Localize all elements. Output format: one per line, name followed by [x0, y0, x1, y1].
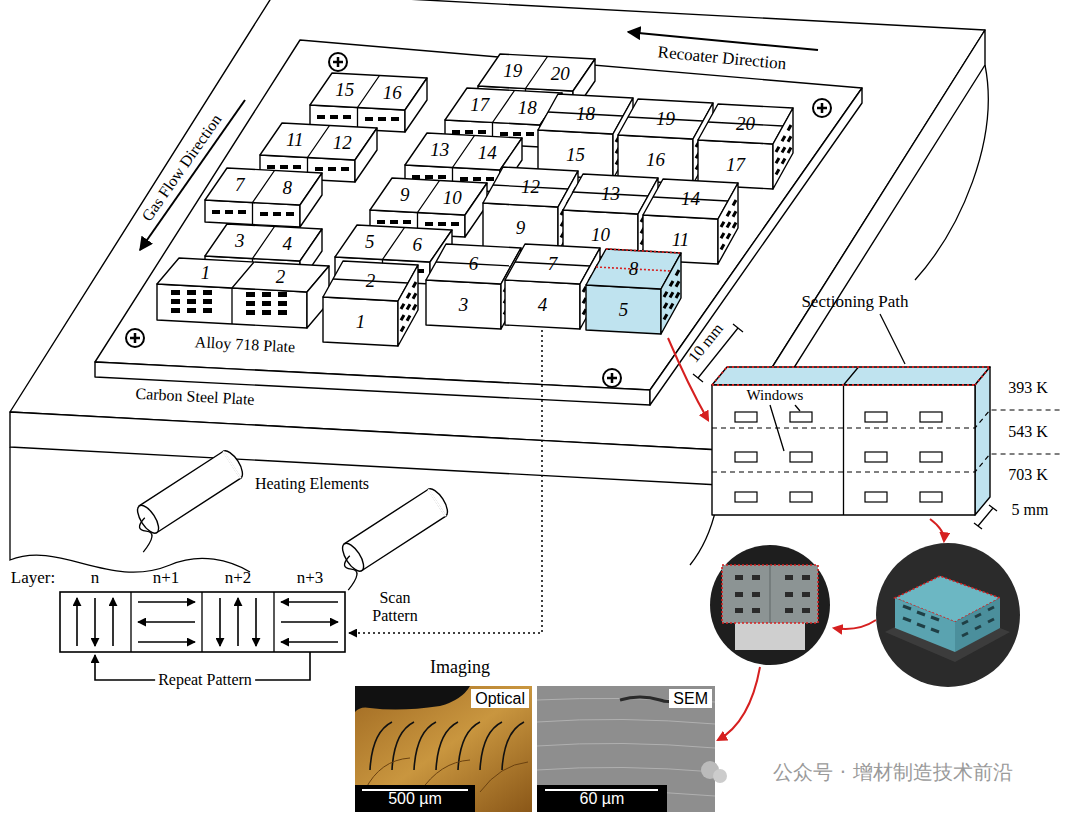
callout-label: Sectioning Path	[801, 292, 908, 312]
callout-label: Windows	[744, 387, 807, 404]
callout-number: 5	[619, 299, 629, 321]
callout-number: 10	[443, 187, 462, 209]
scale-bar-label: 60 µm	[537, 789, 667, 808]
specimen-photo	[710, 545, 830, 665]
callout-number: 20	[736, 113, 755, 135]
build-plate	[95, 40, 862, 405]
callout-number: 15	[335, 79, 354, 101]
watermark-icon	[701, 761, 727, 783]
callout-number: 11	[286, 129, 304, 151]
callout-number: 1	[201, 262, 211, 284]
callout-number: 17	[726, 154, 745, 176]
callout-number: 4	[538, 294, 548, 316]
scale-bar-label: 500 µm	[355, 789, 475, 808]
callout-number: 18	[518, 97, 537, 119]
callout-number: 3	[235, 230, 245, 252]
callout-number: 18	[576, 103, 595, 125]
callout-number: 7	[235, 174, 245, 196]
callout-number: 7	[548, 253, 558, 275]
part-label: Heating Elements	[255, 475, 369, 493]
temperature-label: 543 K	[1008, 423, 1048, 441]
flow-arrow	[668, 338, 944, 740]
callout-number: 8	[629, 258, 639, 280]
callout-number: 4	[283, 233, 293, 255]
section-title: Imaging	[430, 657, 490, 678]
callout-number: 20	[551, 63, 570, 85]
callout-label: Repeat Pattern	[155, 671, 255, 689]
callout-number: 17	[470, 94, 489, 116]
callout-number: 16	[646, 149, 665, 171]
temperature-label: 703 K	[1008, 466, 1048, 484]
watermark: 公众号 · 增材制造技术前沿	[773, 761, 1012, 784]
callout-number: 2	[276, 266, 286, 288]
layer-label: n+3	[297, 568, 324, 588]
callout-number: 19	[503, 60, 522, 82]
callout-number: 9	[516, 217, 526, 239]
callout-number: 3	[459, 294, 469, 316]
callout-number: 10	[591, 224, 610, 246]
callout-number: 11	[672, 229, 690, 251]
callout-number: 14	[478, 142, 497, 164]
callout-number: 6	[469, 253, 479, 275]
callout-number: 5	[365, 231, 375, 253]
callout-label: Scan Pattern	[363, 589, 427, 626]
steel-plate	[10, 0, 988, 572]
image-label: SEM	[669, 689, 712, 708]
sem-micrograph	[537, 686, 715, 812]
callout-number: 12	[333, 132, 352, 154]
specimen-photo	[876, 543, 1020, 687]
heating-element	[326, 486, 457, 591]
sectioned-specimen	[693, 314, 1062, 529]
callout-number: 19	[656, 108, 675, 130]
callout-number: 9	[400, 184, 410, 206]
callout-number: 13	[430, 139, 449, 161]
temperature-label: 393 K	[1008, 379, 1048, 397]
layer-label: n	[91, 568, 100, 588]
callout-number: 12	[521, 176, 540, 198]
callout-number: 2	[366, 270, 376, 292]
optical-micrograph	[355, 686, 532, 812]
callout-number: 6	[413, 234, 423, 256]
callout-number: 15	[566, 144, 585, 166]
micrograph-panel: Optical 500 µm	[355, 686, 532, 812]
callout-number: 13	[601, 183, 620, 205]
heating-element	[121, 448, 252, 553]
axis-label: Layer:	[11, 568, 55, 588]
layer-label: n+2	[225, 568, 252, 588]
callout-number: 16	[383, 82, 402, 104]
callout-number: 14	[681, 188, 700, 210]
callout-number: 8	[283, 177, 293, 199]
layer-label: n+1	[153, 568, 180, 588]
specimen-blocks	[157, 54, 793, 346]
image-label: Optical	[471, 689, 529, 708]
micrograph-panel: SEM 60 µm	[537, 686, 715, 812]
dimension-label: 5 mm	[1012, 501, 1049, 519]
callout-number: 1	[356, 311, 366, 333]
scan-pattern	[60, 330, 542, 680]
